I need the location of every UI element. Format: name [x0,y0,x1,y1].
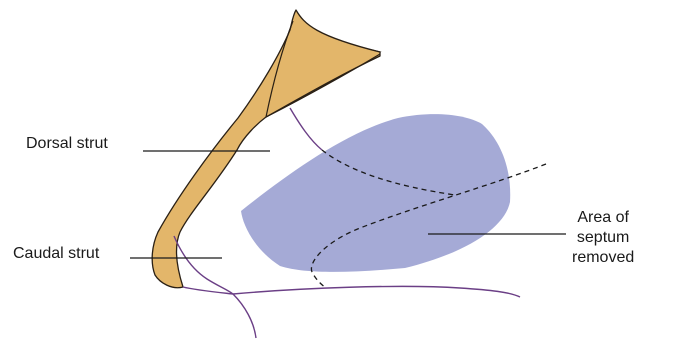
caudal-strut-label: Caudal strut [13,244,99,263]
area-removed-line-3: removed [572,248,634,268]
area-removed-label: Area of septum removed [572,208,634,268]
septum-removed-area [241,114,510,272]
cartilage-line-lower-left [183,287,233,294]
area-removed-line-2: septum [572,228,634,248]
area-removed-line-1: Area of [572,208,634,228]
dorsal-strut-label: Dorsal strut [26,134,108,153]
cartilage-line-upper [290,108,322,150]
cartilage-line-descending [233,294,256,338]
cartilage-line-floor [233,286,520,297]
